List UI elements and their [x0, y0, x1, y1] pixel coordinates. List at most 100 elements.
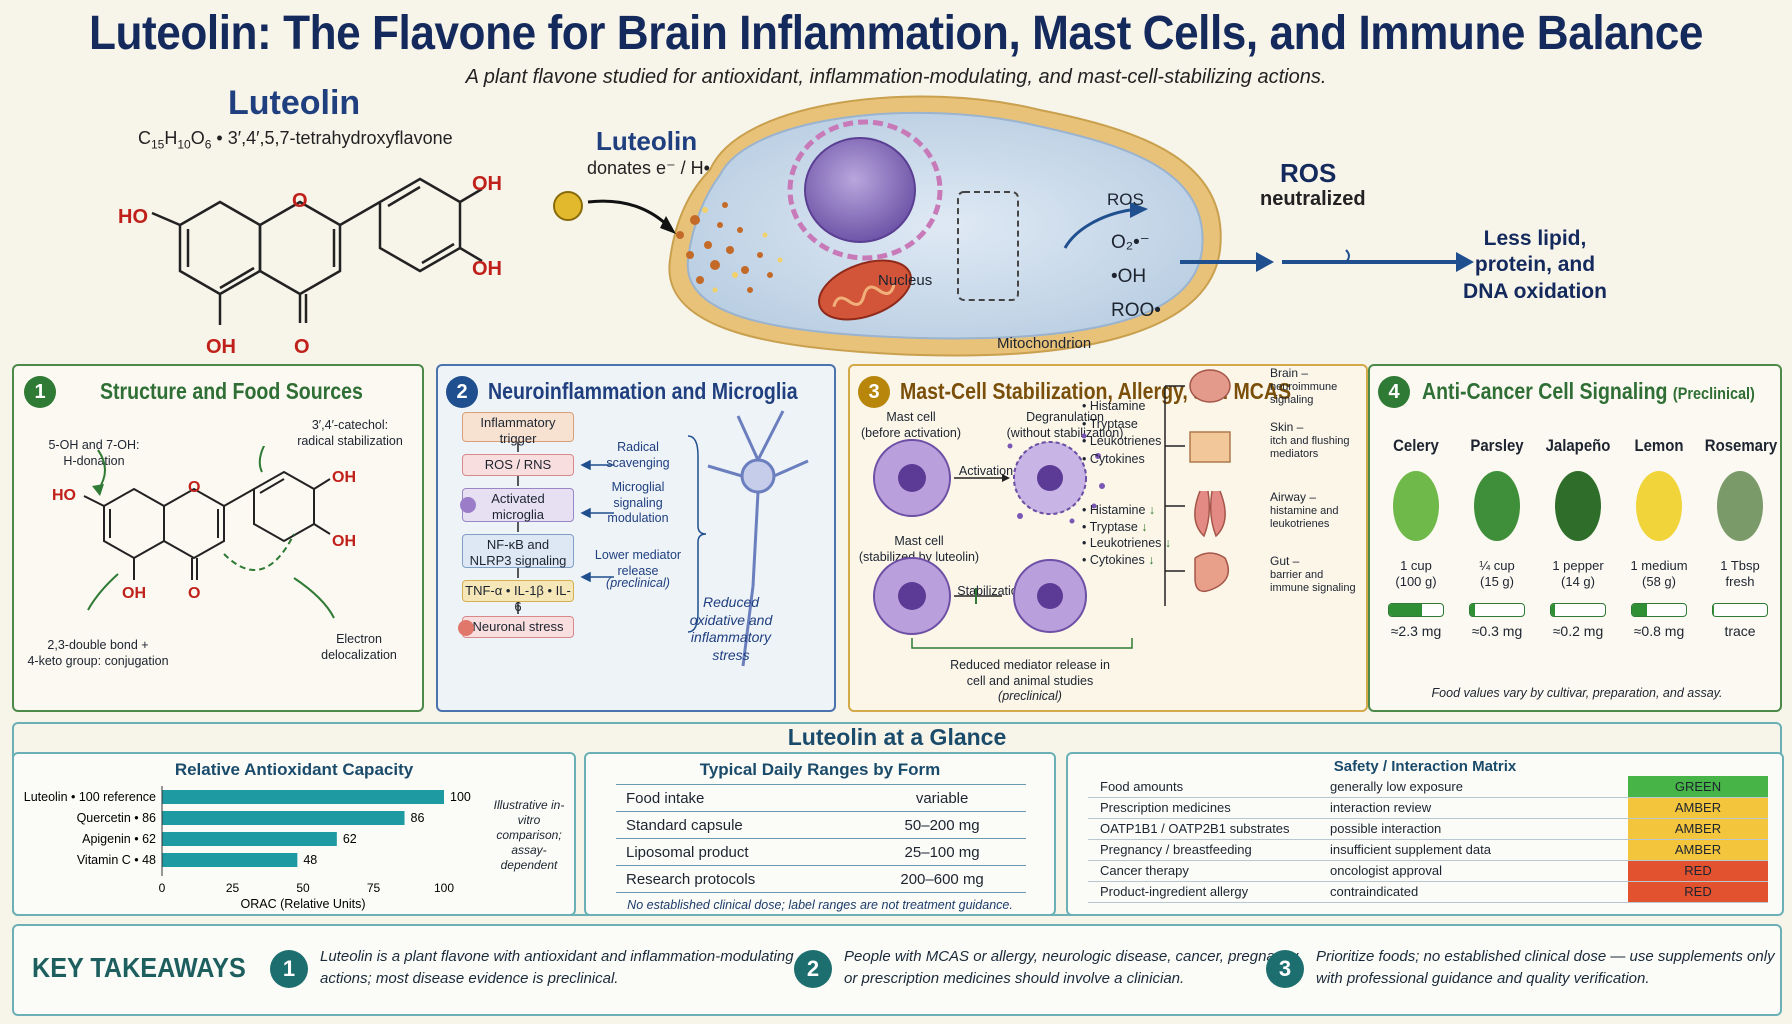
range-value: 25–100 mg	[858, 838, 1026, 866]
food-amount-bar	[1469, 602, 1525, 617]
safety-level: GREEN	[1628, 776, 1768, 798]
food-serving: 1 medium	[1630, 558, 1688, 573]
food-icon	[1700, 456, 1780, 556]
range-form: Standard capsule	[616, 811, 859, 839]
range-form: Research protocols	[616, 865, 859, 893]
p1-oh-3prime-label: OH	[332, 533, 356, 550]
safety-level: RED	[1628, 860, 1768, 882]
panel4-title: Anti-Cancer Cell Signaling (Preclinical)	[1422, 378, 1755, 404]
chart-value-label: 100	[450, 790, 471, 804]
molecule-name: Luteolin	[228, 84, 361, 122]
chart-x-tick: 0	[159, 881, 166, 895]
ros-box-title: ROS	[1107, 190, 1144, 209]
stabilization-label: Stabilization	[957, 584, 1025, 598]
range-value: 50–200 mg	[858, 811, 1026, 839]
food-amount-bar	[1550, 602, 1606, 617]
ho-label: HO	[118, 206, 148, 228]
food-weight: (100 g)	[1395, 574, 1437, 590]
panel4-number: 4	[1378, 376, 1410, 408]
action-mediator: Lower mediator release	[594, 548, 682, 578]
p1-ho-label: HO	[52, 487, 76, 504]
ranges-title: Typical Daily Ranges by Form	[699, 760, 941, 779]
safety-item: Cancer therapy	[1088, 860, 1318, 882]
takeaway-1-number: 1	[270, 950, 308, 988]
food-name: Lemon	[1634, 436, 1684, 455]
panel2-arrows	[458, 410, 809, 667]
food-weight: (14 g)	[1561, 574, 1595, 590]
food-note: Food values vary by cultivar, preparatio…	[1431, 686, 1723, 700]
chart-bar	[162, 853, 298, 867]
food-serving: ¼ cup	[1479, 558, 1515, 573]
antioxidant-note: Illustrative in-vitro comparison; assay-…	[493, 798, 565, 872]
luteolin-structure: HO O OH O OH OH	[118, 173, 502, 358]
p1-keto-o-label: O	[188, 585, 200, 602]
food-amount: trace	[1724, 622, 1756, 639]
note-5oh-7oh: 5-OH and 7-OH:H-donation	[48, 438, 140, 468]
food-serving: 1 cup	[1400, 558, 1432, 573]
food-serving: 1 Tbsp	[1720, 558, 1760, 573]
takeaway-1-text: Luteolin is a plant flavone with antioxi…	[320, 948, 794, 987]
food-weight: (15 g)	[1480, 574, 1514, 590]
cell-luteolin-label: Luteolin	[596, 126, 698, 156]
takeaway-2-number: 2	[794, 950, 832, 988]
food-amount-bar	[1631, 602, 1687, 617]
cell-illustration	[668, 95, 1222, 357]
chart-x-label: ORAC (Relative Units)	[240, 897, 365, 911]
food-weight: fresh	[1725, 574, 1755, 590]
food-icon	[1538, 456, 1618, 556]
panel-mast-cells: 3 Mast-Cell Stabilization, Allergy, and …	[848, 364, 1368, 712]
mediators-after: • Histamine ↓ • Tryptase ↓ • Leukotriene…	[1082, 503, 1172, 567]
safety-level: AMBER	[1628, 839, 1768, 861]
range-value: variable	[858, 784, 1026, 812]
safety-item: Product-ingredient allergy	[1088, 881, 1318, 903]
mast-cell-stabilized: Mast cell(stabilized by luteolin)	[858, 534, 980, 564]
takeaway-3-text: Prioritize foods; no established clinica…	[1316, 948, 1775, 987]
step-neuronal-stress: Neuronal stress	[462, 616, 574, 638]
food-amount-bar	[1712, 602, 1768, 617]
ring-oxygen-label: O	[292, 190, 308, 212]
takeaway-3-number: 3	[1266, 950, 1304, 988]
panel3-cells	[873, 369, 1231, 649]
safety-detail: insufficient supplement data	[1318, 839, 1628, 861]
chart-value-label: 86	[411, 811, 425, 825]
panel1-title: Structure and Food Sources	[100, 378, 363, 404]
chart-category-label: Apigenin • 62	[82, 832, 156, 846]
step-cytokines: TNF-α • IL-1β • IL-6	[462, 580, 574, 614]
food-icon	[1376, 456, 1456, 556]
safety-detail: possible interaction	[1318, 818, 1628, 840]
food-icon	[1457, 456, 1537, 556]
action-microglial: Microglial signaling modulation	[607, 480, 669, 526]
ranges-panel: Typical Daily Ranges by Form Food intake…	[584, 752, 1056, 916]
step-nfkb: NF-κB and NLRP3 signaling	[462, 534, 574, 568]
range-form: Liposomal product	[616, 838, 859, 866]
food-amount: ≈0.3 mg	[1471, 622, 1523, 639]
oh-4prime-label: OH	[472, 173, 502, 195]
takeaway-2-text: People with MCAS or allergy, neurologic …	[844, 948, 1302, 987]
luteolin-donor-arrow	[553, 191, 676, 234]
action-radical: Radical scavenging	[606, 440, 670, 470]
safety-level: AMBER	[1628, 797, 1768, 819]
chart-category-label: Luteolin • 100 reference	[24, 790, 156, 804]
chart-category-label: Quercetin • 86	[77, 811, 156, 825]
nucleus-label: Nucleus	[878, 272, 933, 289]
keto-oxygen-label: O	[294, 336, 310, 358]
safety-item: OATP1B1 / OATP2B1 substrates	[1088, 818, 1318, 840]
ros-peroxyl: ROO•	[1111, 300, 1161, 321]
safety-detail: contraindicated	[1318, 881, 1628, 903]
range-value: 200–600 mg	[858, 865, 1026, 893]
mediators-before: • Histamine• Tryptase• Leukotrienes• Cyt…	[1082, 399, 1162, 466]
